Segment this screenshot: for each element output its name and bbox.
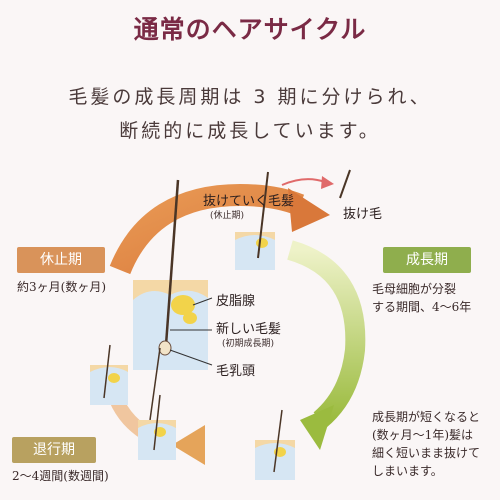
pointer-papilla (169, 349, 213, 366)
rest-duration: 約3ヶ月(数ヶ月) (17, 280, 106, 294)
shed-hair-label: 抜け毛 (343, 207, 383, 222)
cycle-arrow-bottom-head (172, 425, 205, 465)
follicle-left (90, 365, 128, 405)
phase-badge-growth: 成長期 (383, 247, 471, 273)
note-line-1: 成長期が短くなると (372, 410, 481, 424)
falling-hair-label: 抜けていく毛髪 (203, 194, 295, 209)
phase-badge-rest: 休止期 (17, 247, 105, 273)
sebaceous-label: 皮脂腺 (216, 294, 256, 309)
shed-arrow-head (321, 176, 334, 189)
note-line-2: (数ヶ月〜1年)髪は (372, 428, 473, 442)
phase-badge-regression: 退行期 (12, 437, 96, 463)
growth-desc-line-1: 毛母細胞が分裂 (372, 282, 457, 296)
new-hair-sub: (初期成長期) (222, 339, 275, 349)
cycle-arrow-right (286, 240, 366, 428)
intro-line-1: 毛髪の成長周期は 3 期に分けられ、 (68, 86, 432, 108)
note-text: 成長期が短くなると (数ヶ月〜1年)髪は 細く短いまま抜けて しまいます。 (372, 408, 480, 480)
cycle-arrow-top-head (288, 188, 330, 232)
cycle-arrow-right-head (300, 405, 334, 450)
papilla-label: 毛乳頭 (216, 364, 256, 379)
pointer-sebaceous (192, 297, 213, 306)
follicle-top-right (235, 232, 275, 270)
intro-line-2: 断続的に成長しています。 (119, 120, 381, 142)
new-hair-label: 新しい毛髪 (216, 322, 282, 337)
falling-hair-sub: (休止期) (210, 211, 245, 221)
regression-duration: 2〜4週間(数週間) (12, 469, 109, 483)
cycle-arrow-top (109, 183, 305, 275)
intro-text: 毛髪の成長周期は 3 期に分けられ、 断続的に成長しています。 (0, 80, 500, 148)
note-line-3: 細く短いまま抜けて (372, 446, 481, 460)
page-title: 通常のヘアサイクル (133, 15, 367, 44)
shed-arrow (281, 178, 326, 186)
growth-desc-line-2: する期間、4〜6年 (372, 300, 472, 314)
note-line-4: しまいます。 (372, 464, 443, 478)
